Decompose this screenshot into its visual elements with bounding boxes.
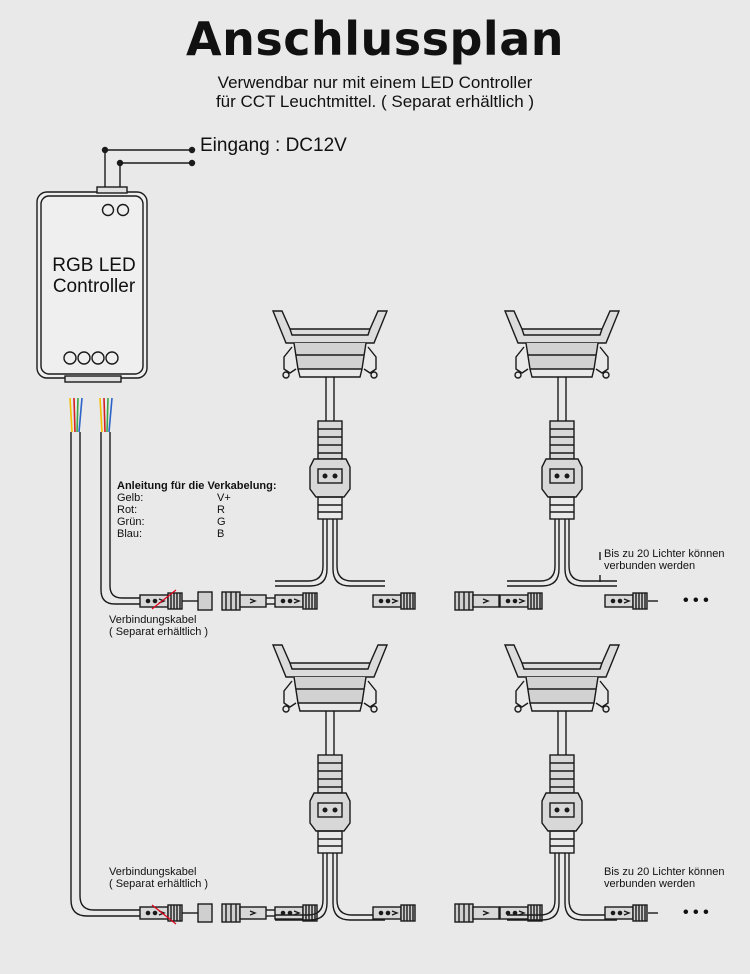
cable-note-line-1: Verbindungskabel <box>109 614 197 626</box>
max-note-line-2: verbunden werden <box>604 560 696 572</box>
max-note-line-2: verbunden werden <box>604 878 696 890</box>
cable-note-line-1: Verbindungskabel <box>109 866 197 878</box>
rgb-led-controller <box>36 186 148 383</box>
row-1 <box>139 310 658 611</box>
dc-input-wires <box>101 146 196 192</box>
max-lights-note-row-2: Bis zu 20 Lichter können verbunden werde… <box>604 866 724 890</box>
continuation-dots-row-1: • • • <box>683 592 709 609</box>
subtitle-line-2: für CCT Leuchtmittel. ( Separat erhältli… <box>215 92 535 111</box>
controller-label: RGB LED Controller <box>40 255 148 297</box>
cable-note-line-2: ( Separat erhältlich ) <box>109 878 209 890</box>
row-2 <box>139 644 658 925</box>
wire-name-green: Grün: <box>117 516 145 528</box>
max-note-line-1: Bis zu 20 Lichter können <box>604 548 725 560</box>
subtitle-line-1: Verwendbar nur mit einem LED Controller <box>217 73 533 92</box>
controller-label-line-2: Controller <box>52 276 136 297</box>
cable-note-row-1: Verbindungskabel ( Separat erhältlich ) <box>109 614 208 638</box>
cable-note-line-2: ( Separat erhältlich ) <box>109 626 209 638</box>
wiring-guide-title: Anleitung für die Verkabelung: <box>117 480 277 492</box>
wire-code-green: G <box>217 516 226 528</box>
max-note-line-1: Bis zu 20 Lichter können <box>604 866 725 878</box>
page-title: Anschlussplan <box>185 12 564 66</box>
wire-name-yellow: Gelb: <box>117 492 144 504</box>
wire-code-red: R <box>217 504 225 516</box>
max-lights-note-row-1: Bis zu 20 Lichter können verbunden werde… <box>604 548 724 572</box>
wire-name-blue: Blau: <box>117 528 143 540</box>
wire-code-blue: B <box>217 528 225 540</box>
cable-note-row-2: Verbindungskabel ( Separat erhältlich ) <box>109 866 208 890</box>
trunk-cables <box>70 432 140 917</box>
wire-code-yellow: V+ <box>217 492 231 504</box>
input-voltage-label: Eingang : DC12V <box>200 135 347 156</box>
continuation-dots-row-2: • • • <box>683 904 709 921</box>
rgb-output-wires <box>69 397 113 433</box>
wire-name-red: Rot: <box>117 504 138 516</box>
controller-label-line-1: RGB LED <box>52 255 136 276</box>
